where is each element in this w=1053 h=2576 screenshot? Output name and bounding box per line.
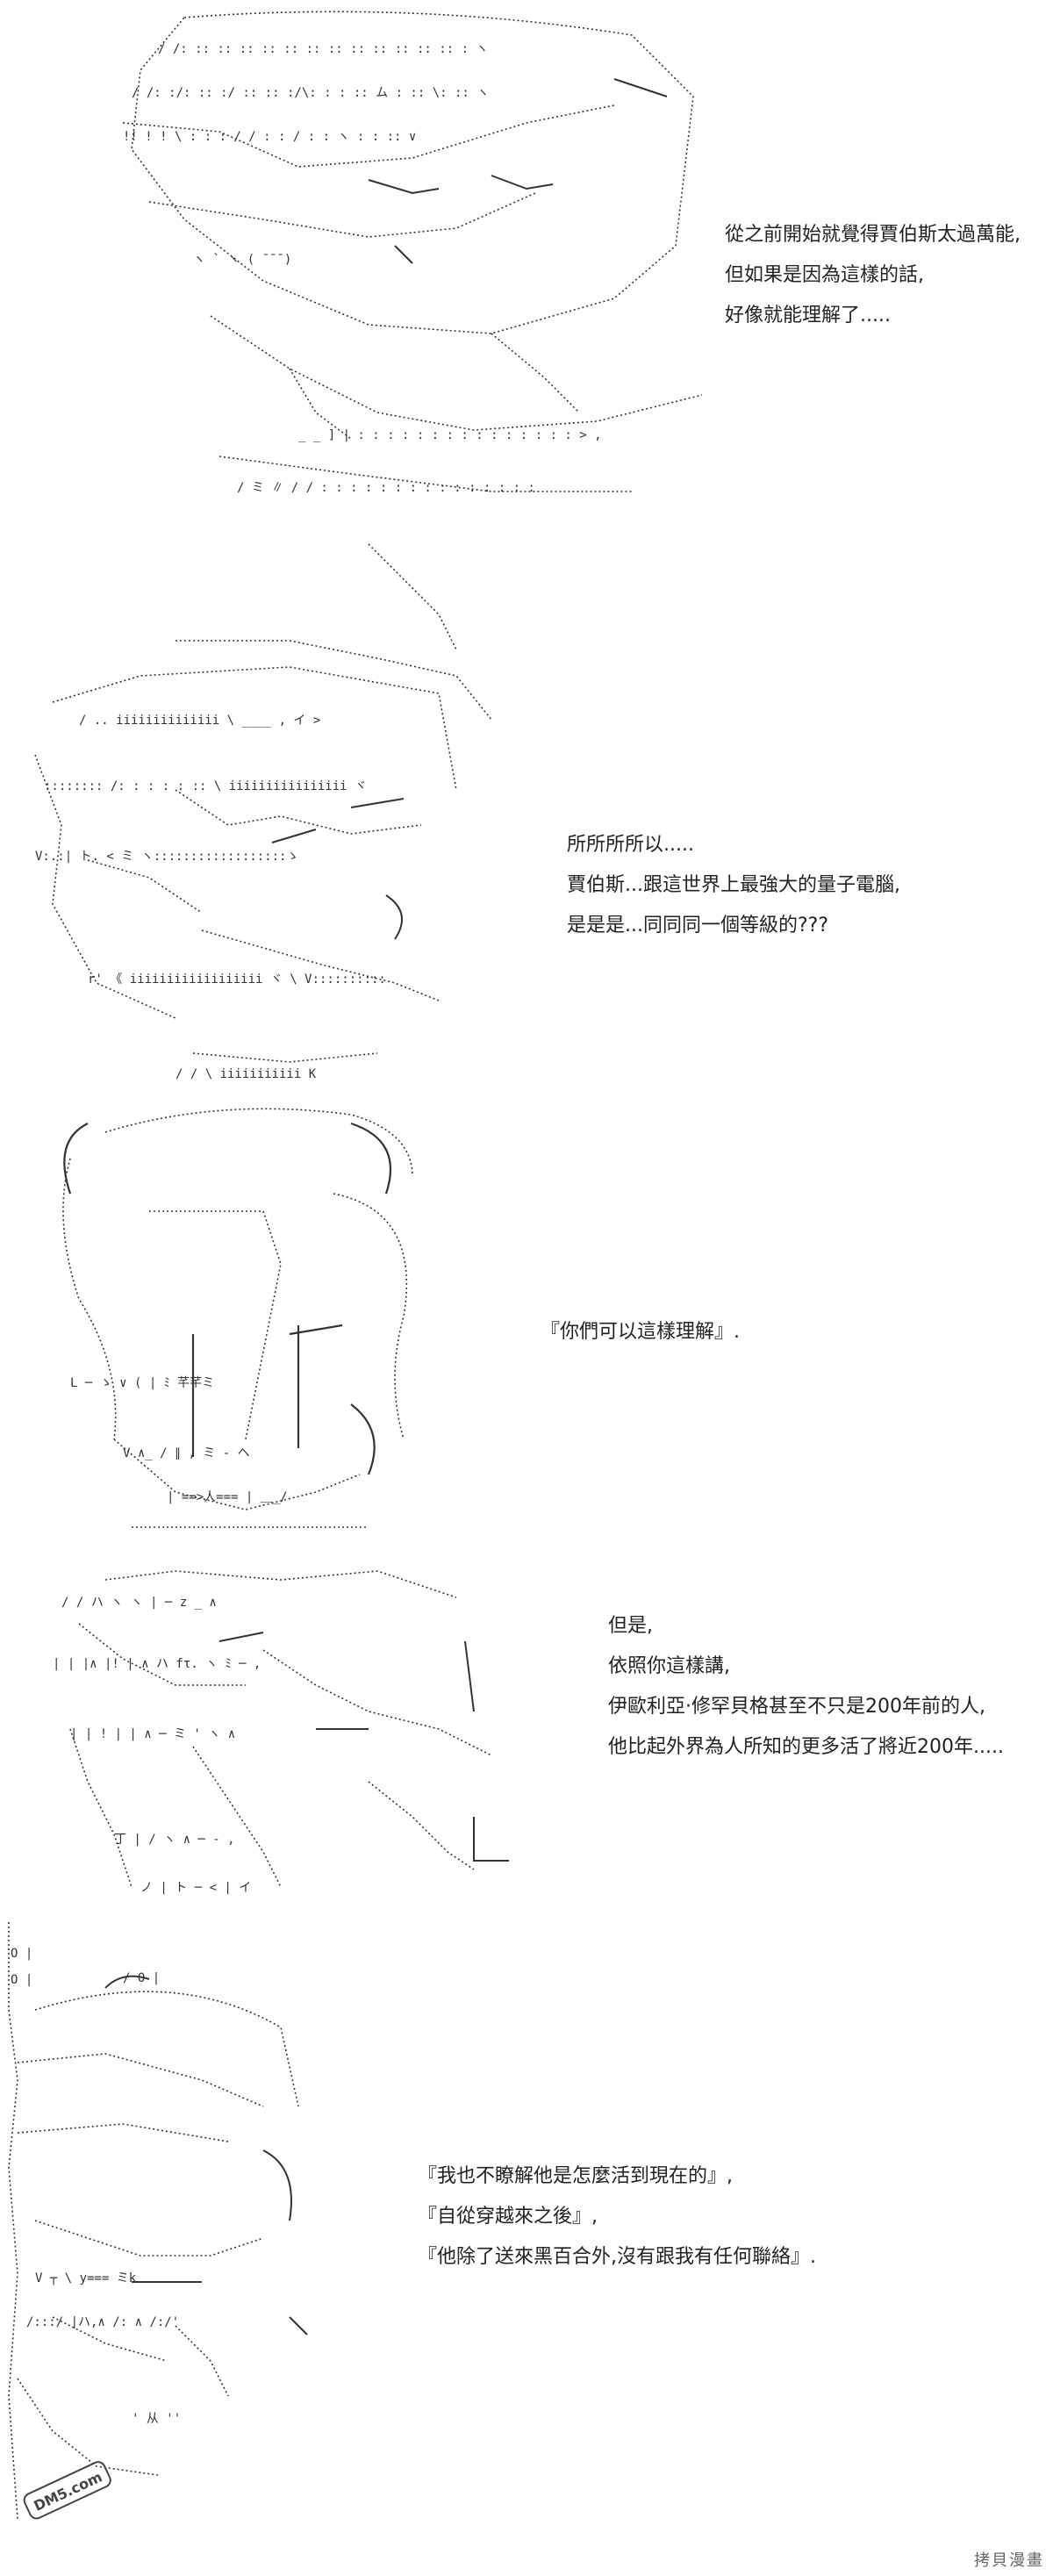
panel-3: L ─ ゝ ∨ ( | ﾐ 芊芊ミ V ∧_ / ∥ , ミ - ヘ | ==>…: [0, 1088, 1053, 1553]
dialog-line: 好像就能理解了.....: [725, 305, 891, 326]
svg-text:丁 | / ヽ ∧ ─ - ,: 丁 | / ヽ ∧ ─ - ,: [114, 1833, 235, 1847]
svg-text:ノ | ト ─ < | イ: ノ | ト ─ < | イ: [140, 1881, 251, 1895]
dialog-line: 『他除了送來黑百合外,沒有跟我有任何聯絡』.: [418, 2246, 816, 2268]
ascii-art-character-4: / / ハ ヽ ヽ | ─ z _ ∧ | | |∧ |! | ∧ ハ fτ. …: [0, 1553, 526, 1905]
ascii-art-character-2: / .. iiiiiiiiiiiiii \ ____ , イ > :::::::…: [0, 527, 544, 1088]
dialog-box-1: 從之前開始就覺得賈伯斯太過萬能, 但如果是因為這樣的話, 好像就能理解了....…: [725, 215, 1021, 336]
dialog-line: 『你們可以這樣理解』.: [541, 1321, 740, 1343]
svg-text:/ / \ iiiiiiiiiii K: / / \ iiiiiiiiiii K: [176, 1067, 317, 1081]
dialog-line: 但如果是因為這樣的話,: [725, 264, 924, 286]
site-credit-watermark: 拷貝漫畫: [974, 2551, 1044, 2570]
dialog-box-2: 所所所所以..... 賈伯斯...跟這世界上最強大的量子電腦, 是是是...同同…: [567, 825, 900, 946]
dialog-box-3: 『你們可以這樣理解』.: [541, 1312, 740, 1353]
dialog-line: 所所所所以.....: [567, 834, 694, 856]
svg-text:V:.:| ト. < ミ ヽ::::::::::::::::: V:.:| ト. < ミ ヽ::::::::::::::::::ゝ: [35, 850, 298, 864]
panel-5: O | O | / O | V ┬ \ y=== ミk /:::/ |ハ,∧ /…: [0, 1905, 1053, 2576]
svg-text:ヽ ` ヽ ( ̄ ̄ ̄ ): ヽ ` ヽ ( ̄ ̄ ̄ ): [193, 253, 291, 267]
svg-text:V ∧_ / ∥ , ミ - ヘ: V ∧_ / ∥ , ミ - ヘ: [123, 1446, 250, 1460]
svg-text:/ O |: / O |: [123, 1971, 160, 1985]
svg-text:| | ! | | ∧ ─ ミ ' ヽ ∧: | | ! | | ∧ ─ ミ ' ヽ ∧: [70, 1727, 235, 1741]
svg-text:r' 《 iiiiiiiiiiiiiiiiii ヾ \ V:: r' 《 iiiiiiiiiiiiiiiiii ヾ \ V::::::::::: [88, 972, 386, 987]
ascii-art-character-1: / /: :: :: :: :: :: :: :: :: :: :: :: ::…: [0, 0, 728, 527]
dialog-line: 但是,: [608, 1615, 653, 1637]
panel-2: / .. iiiiiiiiiiiiii \ ____ , イ > :::::::…: [0, 527, 1053, 1088]
dialog-line: 他比起外界為人所知的更多活了將近200年.....: [608, 1736, 1004, 1758]
dialog-line: 伊歐利亞·修罕貝格甚至不只是200年前的人,: [608, 1696, 985, 1718]
svg-text::::::::: /: : : : : :: \ iiiii: :::::::: /: : : : : :: \ iiiiiiiiiiiiiii…: [44, 779, 367, 793]
svg-text:!! ! ! \ : : : / / : : / : : ヽ: !! ! ! \ : : : / / : : / : : ヽ : : :: ∨: [123, 130, 416, 144]
svg-text:O |: O |: [11, 1947, 32, 1961]
svg-text:/ ミ ∥ / / : : : : : : : : : :: / ミ ∥ / / : : : : : : : : : : : : : : :: [237, 481, 535, 495]
svg-text:| ==>人=== | ＿_/: | ==>人=== | ＿_/: [167, 1490, 288, 1504]
svg-text:O |: O |: [11, 1973, 32, 1987]
svg-text:L ─ ゝ ∨ ( | ﾐ 芊芊ミ: L ─ ゝ ∨ ( | ﾐ 芊芊ミ: [70, 1376, 214, 1390]
panel-4: / / ハ ヽ ヽ | ─ z _ ∧ | | |∧ |! | ∧ ハ fτ. …: [0, 1553, 1053, 1905]
svg-text:' 从 '': ' 从 '': [132, 2412, 181, 2426]
dialog-line: 賈伯斯...跟這世界上最強大的量子電腦,: [567, 874, 900, 896]
dialog-box-5: 『我也不瞭解他是怎麼活到現在的』, 『自從穿越來之後』, 『他除了送來黑百合外,…: [418, 2156, 816, 2278]
dialog-line: 是是是...同同同一個等級的???: [567, 915, 829, 936]
dialog-box-4: 但是, 依照你這樣講, 伊歐利亞·修罕貝格甚至不只是200年前的人, 他比起外界…: [608, 1606, 1004, 1768]
panel-1: / /: :: :: :: :: :: :: :: :: :: :: :: ::…: [0, 0, 1053, 527]
ascii-art-character-5: O | O | / O | V ┬ \ y=== ミk /:::/ |ハ,∧ /…: [0, 1905, 369, 2537]
svg-text:| | |∧ |! | ∧ ハ fτ. ヽ ﾐ ─ ,: | | |∧ |! | ∧ ハ fτ. ヽ ﾐ ─ ,: [53, 1657, 261, 1671]
dialog-line: 從之前開始就覺得賈伯斯太過萬能,: [725, 224, 1021, 246]
svg-text:/:::/ |ハ,∧ /: ∧ /:/': /:::/ |ハ,∧ /: ∧ /:/': [26, 2315, 179, 2329]
dialog-line: 『自從穿越來之後』,: [418, 2206, 598, 2228]
svg-text:_ _ ] | : : : : : : : : : : :: _ _ ] | : : : : : : : : : : : : : : : > …: [298, 428, 602, 442]
svg-text:/ /: :/: :: :/ :: :: :/\: : :: / /: :/: :: :/ :: :: :/\: : : :: ム : :: …: [132, 86, 489, 100]
dialog-line: 『我也不瞭解他是怎麼活到現在的』,: [418, 2165, 733, 2187]
svg-text:/ /: :: :: :: :: :: :: :: :: :: / /: :: :: :: :: :: :: :: :: :: :: :: ::…: [158, 42, 488, 56]
svg-text:V ┬ \ y=== ミk: V ┬ \ y=== ミk: [35, 2271, 137, 2285]
svg-text:/ .. iiiiiiiiiiiiii \ ____ , イ: / .. iiiiiiiiiiiiii \ ____ , イ >: [79, 714, 320, 728]
dm5-watermark-logo: DM5.com: [16, 2458, 121, 2528]
dialog-line: 依照你這樣講,: [608, 1655, 730, 1677]
svg-text:/ / ハ ヽ ヽ | ─ z _ ∧: / / ハ ヽ ヽ | ─ z _ ∧: [61, 1596, 217, 1610]
ascii-art-character-3: L ─ ゝ ∨ ( | ﾐ 芊芊ミ V ∧_ / ∥ , ミ - ヘ | ==>…: [0, 1088, 509, 1553]
